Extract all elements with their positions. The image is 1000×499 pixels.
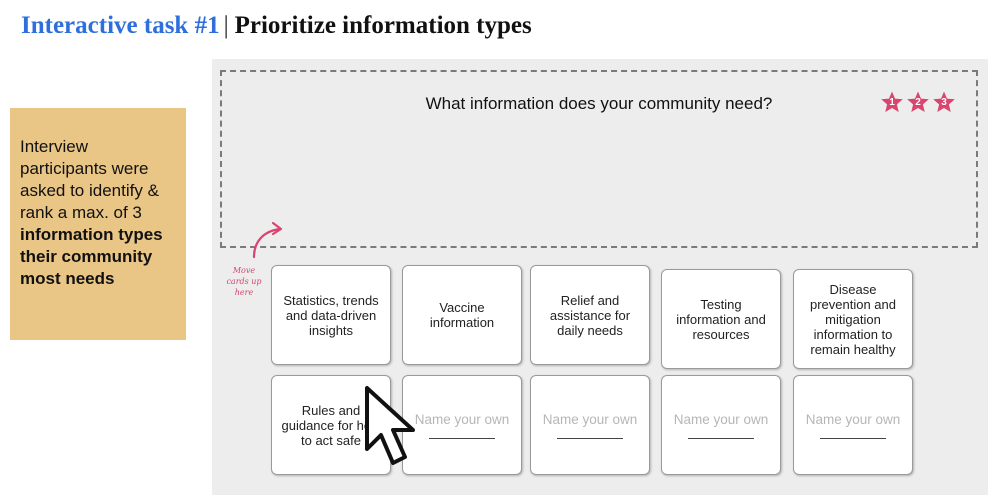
card-label: Statistics, trends and data-driven insig… (283, 292, 379, 338)
card-placeholder: Name your own (673, 412, 769, 427)
rank-star-number: 2 (915, 97, 921, 108)
write-in-line (688, 438, 754, 439)
write-in-line (429, 438, 495, 439)
custom-card[interactable]: Name your own (793, 375, 913, 475)
card-label: Relief and assistance for daily needs (549, 292, 631, 338)
rank-star-number: 1 (889, 97, 895, 108)
card-label: Disease prevention and mitigation inform… (809, 281, 896, 357)
mouse-pointer-icon (365, 386, 415, 465)
card-label: Rules and guidance for how to act safe (281, 402, 381, 448)
instruction-note: Interview participants were asked to ide… (10, 108, 186, 340)
title-task-name: Prioritize information types (234, 12, 532, 39)
info-card[interactable]: Relief and assistance for daily needs (530, 265, 650, 365)
rank-star-icon: 2 (906, 90, 930, 114)
question-heading: What information does your community nee… (425, 94, 773, 113)
card-placeholder: Name your own (805, 412, 901, 427)
write-in-line (557, 438, 623, 439)
card-board: What information does your community nee… (212, 59, 988, 495)
info-card[interactable]: Disease prevention and mitigation inform… (793, 269, 913, 369)
move-cards-hint: Move cards up here (226, 266, 262, 297)
title-task-label: Interactive task #1 (21, 12, 220, 39)
info-card[interactable]: Testing information and resources (661, 269, 781, 369)
rank-star-icon: 3 (932, 90, 956, 114)
curved-arrow-icon (252, 221, 283, 259)
rank-stars: 1 2 3 (880, 90, 956, 114)
page-title: Interactive task #1|Prioritize informati… (21, 12, 532, 40)
custom-card[interactable]: Name your own (530, 375, 650, 475)
note-text: Interview participants were asked to ide… (20, 137, 159, 222)
info-card[interactable]: Statistics, trends and data-driven insig… (271, 265, 391, 365)
note-bold-text: information types their community most n… (20, 225, 163, 288)
title-separator: | (223, 12, 229, 39)
card-placeholder: Name your own (542, 412, 638, 427)
write-in-line (820, 438, 886, 439)
info-card[interactable]: Vaccine information (402, 265, 522, 365)
card-label: Testing information and resources (676, 296, 766, 342)
rank-star-icon: 1 (880, 90, 904, 114)
custom-card[interactable]: Name your own (661, 375, 781, 475)
card-placeholder: Name your own (414, 412, 510, 427)
ranking-drop-zone[interactable]: What information does your community nee… (220, 70, 978, 248)
card-label: Vaccine information (429, 300, 495, 330)
rank-star-number: 3 (941, 97, 947, 108)
